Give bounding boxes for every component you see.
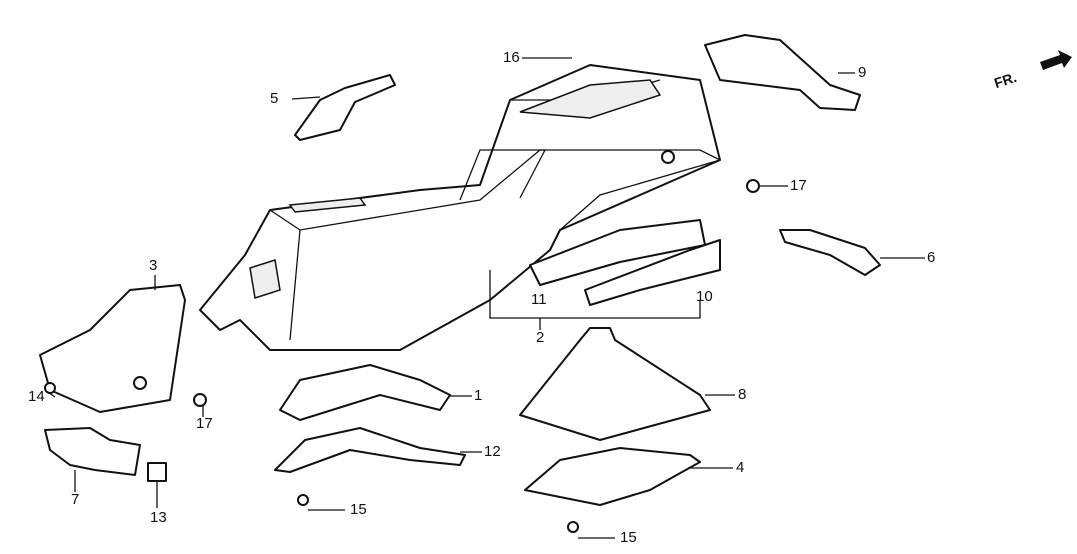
callout-1: 1 [474,387,483,404]
callout-13: 13 [150,509,167,526]
front-arrow-icon [1040,50,1072,70]
callout-5: 5 [270,90,279,107]
callout-11: 11 [531,291,547,308]
part-5 [294,74,396,141]
callout-15-right: 15 [620,529,637,546]
callout-8: 8 [738,386,747,403]
clip-17-lower [193,393,207,407]
part-8-boot [519,327,711,441]
nut-13 [147,462,167,482]
callout-14: 14 [28,388,45,405]
callout-16: 16 [503,49,520,66]
part-7 [44,427,141,476]
part-6 [779,229,881,276]
clip-17-upper [746,179,760,193]
callout-9: 9 [858,64,867,81]
callout-3: 3 [149,257,158,274]
callout-6: 6 [927,249,936,266]
callout-10: 10 [696,288,713,305]
callout-15-left: 15 [350,501,367,518]
bolt-15-right [567,521,579,533]
part-9 [704,34,861,111]
callout-2: 2 [536,329,545,346]
callout-12: 12 [484,443,501,460]
bolt-14 [44,382,56,394]
callout-17-upper: 17 [790,177,807,194]
leader-lines [47,57,925,539]
bolt-15-left [297,494,309,506]
part-12 [274,427,466,473]
part-1 [279,364,451,421]
part-10 [584,239,721,306]
center-console [199,64,721,351]
callout-17-lower: 17 [196,415,213,432]
part-3 [39,284,186,413]
part-4 [524,447,701,506]
callout-7: 7 [71,491,80,508]
callout-4: 4 [736,459,745,476]
